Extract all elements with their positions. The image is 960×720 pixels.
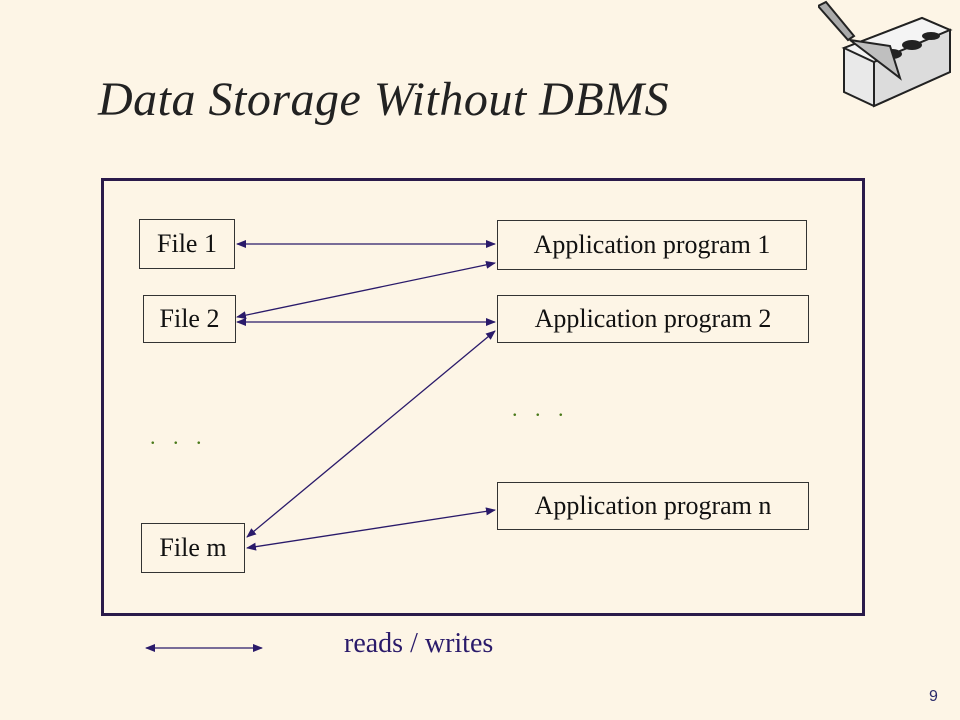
arrow-filem-prog2 (246, 330, 496, 538)
arrow-file2-prog1 (236, 260, 496, 320)
app-program-2-box: Application program 2 (497, 295, 809, 343)
app-program-1-box: Application program 1 (497, 220, 807, 270)
file-2-box: File 2 (143, 295, 236, 343)
slide-title: Data Storage Without DBMS (98, 73, 670, 126)
slide-number: 9 (929, 688, 938, 705)
arrow-filem-progn (246, 507, 496, 551)
legend-label: reads / writes (344, 628, 494, 659)
diagram-frame (101, 178, 865, 616)
file-1-box: File 1 (139, 219, 235, 269)
app-program-n-box: Application program n (497, 482, 809, 530)
programs-ellipsis: . . . (512, 396, 570, 421)
trowel-brick-icon (818, 0, 953, 108)
files-ellipsis: . . . (150, 424, 208, 449)
file-m-box: File m (141, 523, 245, 573)
